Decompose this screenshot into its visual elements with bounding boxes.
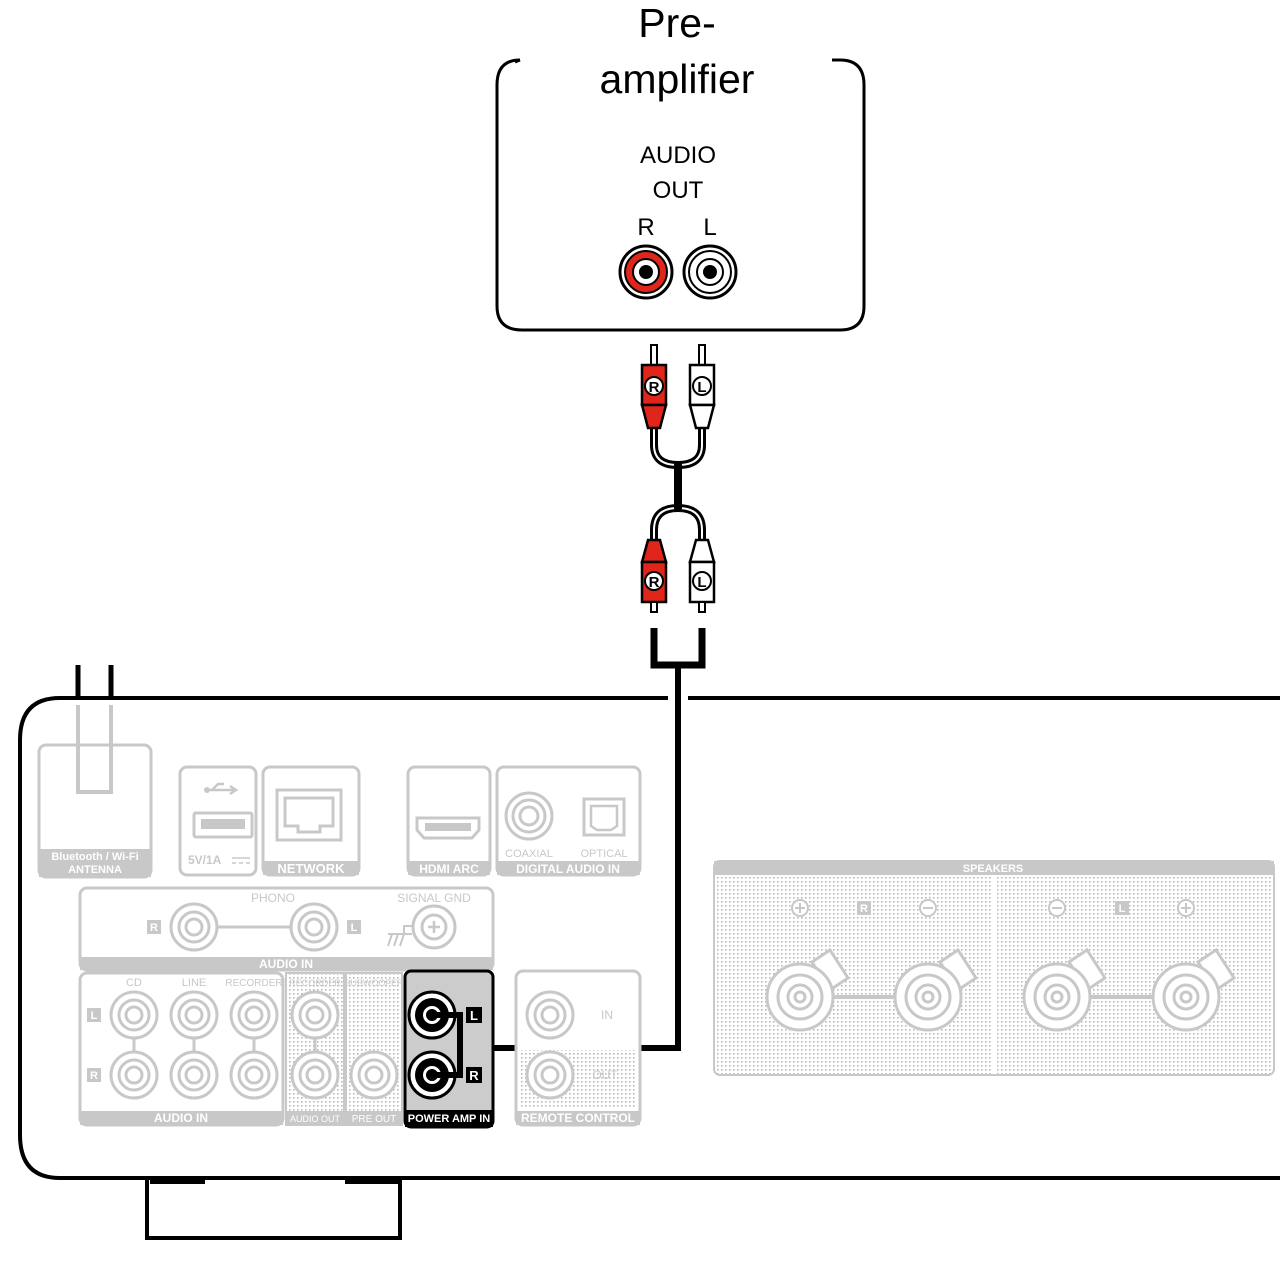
usb-icon <box>205 782 239 796</box>
phono-left-jack <box>289 902 339 952</box>
usb-power-label: 5V/1A <box>188 853 222 867</box>
preamplifier-title-line1: Pre- <box>638 0 715 46</box>
coaxial-jack <box>504 791 554 841</box>
bottom-right-plug-marker: R <box>649 574 660 591</box>
preamp-l-label: L <box>703 214 716 241</box>
ground-icon <box>387 925 412 947</box>
audio-out-label-line1: AUDIO <box>640 142 716 169</box>
phono-audio-in-label: AUDIO IN <box>259 957 313 971</box>
speakers-label: SPEAKERS <box>963 863 1024 875</box>
preamp-left-jack <box>682 244 738 300</box>
coaxial-label: COAXIAL <box>505 848 553 860</box>
pre-out-label: PRE OUT <box>352 1114 396 1125</box>
subwoofer-label: SUBWOOFER <box>344 978 404 988</box>
remote-control-label: REMOTE CONTROL <box>521 1111 635 1125</box>
antenna-terminal: Bluetooth / Wi-Fi ANTENNA <box>37 705 153 879</box>
panel-foot <box>145 1178 402 1240</box>
power-amp-in-block: L R POWER AMP IN <box>403 969 495 1129</box>
pre-out-block: SUBWOOFER PRE OUT <box>344 972 404 1126</box>
phono-label: PHONO <box>251 891 295 905</box>
preamplifier-device: Pre- amplifier AUDIO OUT R L <box>495 0 866 332</box>
phono-input: PHONO SIGNAL GND R L AUDIO IN <box>78 886 495 972</box>
recorder-out-label: RECORDER <box>289 978 341 988</box>
bottom-left-plug-marker: L <box>697 574 706 591</box>
line-label: LINE <box>182 977 206 989</box>
remote-in-label: IN <box>601 1008 613 1022</box>
remote-out-label: OUT <box>592 1068 618 1082</box>
cd-label: CD <box>126 977 142 989</box>
audio-out-block: RECORDER AUDIO OUT <box>285 972 345 1126</box>
power-amp-l-marker: L <box>470 1008 478 1023</box>
audio-out-label-line2: OUT <box>653 177 704 204</box>
usb-port: 5V/1A <box>178 765 258 877</box>
hdmi-arc-port: HDMI ARC <box>406 765 492 877</box>
audio-in-l-marker: L <box>91 1010 98 1022</box>
power-amp-r-marker: R <box>469 1068 479 1083</box>
optical-port <box>582 797 626 837</box>
audio-in-r-marker: R <box>90 1070 98 1082</box>
preamp-r-label: R <box>637 214 654 241</box>
signal-gnd-terminal <box>387 904 457 950</box>
speaker-terminals: SPEAKERS R L <box>713 860 1275 1076</box>
remote-control-block: IN OUT REMOTE CONTROL <box>514 969 642 1127</box>
speaker-l-marker: L <box>1119 903 1126 915</box>
rear-panel <box>18 665 1280 1240</box>
audio-in-block: CD LINE RECORDER L R AUDIO IN <box>78 971 285 1127</box>
signal-gnd-label: SIGNAL GND <box>397 891 471 905</box>
top-right-plug: R <box>640 344 668 430</box>
network-label: NETWORK <box>277 861 345 876</box>
phono-r-marker: R <box>150 922 158 934</box>
bottom-left-plug: L <box>688 538 716 613</box>
optical-label: OPTICAL <box>580 848 627 860</box>
phono-right-jack <box>169 902 219 952</box>
hdmi-arc-label: HDMI ARC <box>419 862 479 876</box>
speaker-binding-posts <box>765 947 1237 1032</box>
rca-cable <box>460 416 706 1051</box>
digital-audio-in: COAXIAL OPTICAL DIGITAL AUDIO IN <box>495 765 642 877</box>
speaker-r-marker: R <box>860 903 868 915</box>
digital-audio-in-label: DIGITAL AUDIO IN <box>516 862 620 876</box>
top-left-plug: L <box>688 344 716 430</box>
audio-in-label: AUDIO IN <box>154 1111 208 1125</box>
preamplifier-title-line2: amplifier <box>600 56 755 102</box>
top-left-plug-marker: L <box>697 379 706 396</box>
bottom-right-plug: R <box>640 538 668 613</box>
preamp-right-jack <box>618 244 674 300</box>
phono-l-marker: L <box>351 922 358 934</box>
audio-out-label: AUDIO OUT <box>290 1114 341 1124</box>
antenna-label-line1: Bluetooth / Wi-Fi <box>51 851 138 863</box>
audio-in-jacks <box>109 990 279 1100</box>
top-right-plug-marker: R <box>649 379 660 396</box>
antenna-label-line2: ANTENNA <box>68 864 122 876</box>
network-port: NETWORK <box>261 765 361 877</box>
recorder-in-label: RECORDER <box>225 978 282 989</box>
power-amp-in-label: POWER AMP IN <box>408 1113 491 1125</box>
